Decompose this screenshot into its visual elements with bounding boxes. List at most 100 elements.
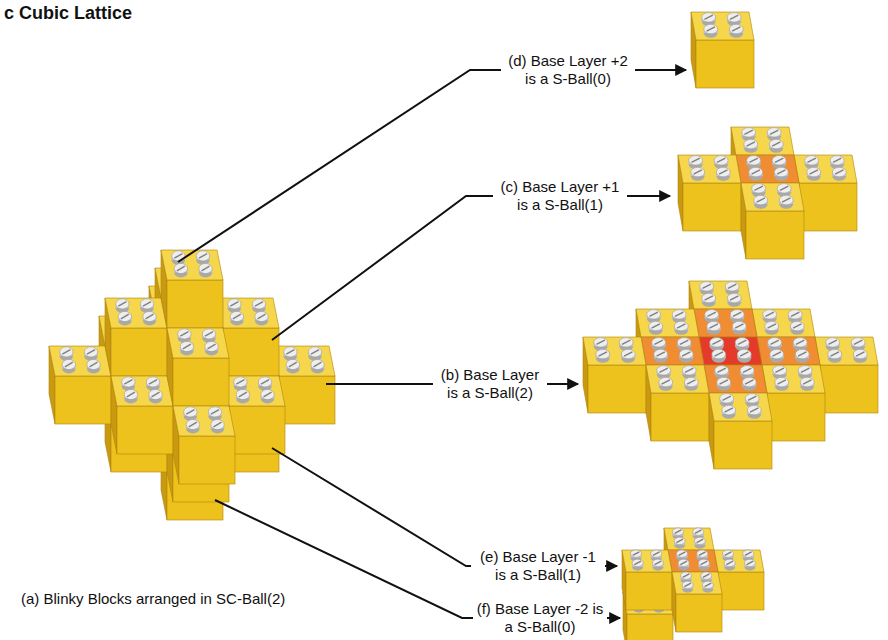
block-top xyxy=(794,155,857,183)
stud-top xyxy=(701,572,712,579)
stud-slot xyxy=(695,530,702,533)
stud-top xyxy=(729,24,743,34)
block-stud xyxy=(174,263,187,277)
block-stud xyxy=(60,347,73,361)
block-top xyxy=(699,337,762,365)
stud-slot xyxy=(726,561,733,564)
stud-top xyxy=(261,389,274,399)
block-stud xyxy=(679,349,693,363)
block-front xyxy=(55,376,111,424)
block-top xyxy=(691,12,754,40)
stud-top xyxy=(747,405,761,415)
stud-top xyxy=(286,359,299,369)
block-stud xyxy=(767,128,781,142)
stud-top xyxy=(767,128,781,138)
stud-slot xyxy=(87,350,95,355)
block-top xyxy=(641,337,704,365)
block-stud xyxy=(798,366,812,380)
stud-top xyxy=(677,338,691,348)
block-front xyxy=(588,365,646,413)
block-stud xyxy=(772,156,786,170)
stud-top xyxy=(697,550,708,557)
stud-top xyxy=(737,349,751,359)
block-stud xyxy=(744,139,758,153)
stud-slot xyxy=(65,362,73,367)
layer-plus-one xyxy=(678,127,857,259)
blinky-block xyxy=(161,250,223,328)
stud-slot xyxy=(748,396,756,400)
block-stud xyxy=(702,581,713,592)
block-front xyxy=(676,594,722,632)
stud-slot xyxy=(624,352,632,356)
block-top xyxy=(273,346,335,376)
stud-slot xyxy=(807,158,815,162)
stud-slot xyxy=(728,284,736,288)
block-front xyxy=(117,406,173,454)
stud-top xyxy=(702,293,716,303)
block-stud xyxy=(702,293,716,307)
block-top xyxy=(736,155,799,183)
layer-minus-one xyxy=(622,528,764,632)
stud-top xyxy=(676,550,687,557)
stud-slot xyxy=(717,158,725,162)
stud-top xyxy=(654,349,668,359)
stud-slot xyxy=(286,350,294,355)
block-stud xyxy=(790,321,804,335)
stud-top xyxy=(851,338,865,348)
stud-top xyxy=(720,394,734,404)
block-stud xyxy=(149,389,162,403)
stud-top xyxy=(87,359,100,369)
stud-top xyxy=(826,338,840,348)
stud-top xyxy=(732,321,746,331)
block-top xyxy=(757,337,820,365)
stud-slot xyxy=(236,380,244,385)
stud-slot xyxy=(775,368,783,372)
stud-slot xyxy=(738,340,746,344)
stud-top xyxy=(652,338,666,348)
stud-slot xyxy=(810,170,818,174)
stud-slot xyxy=(653,552,660,555)
block-top xyxy=(223,376,285,406)
block-top xyxy=(668,550,718,572)
layer-label: (d) Base Layer +2 is a S-Ball(0) xyxy=(501,52,635,88)
block-top xyxy=(689,281,752,309)
block-stud xyxy=(720,394,734,408)
stud-slot xyxy=(683,574,690,577)
stud-top xyxy=(649,321,663,331)
stud-slot xyxy=(765,312,773,316)
block-top xyxy=(664,528,714,550)
stud-top xyxy=(659,377,673,387)
layer-plus-two xyxy=(691,12,754,88)
stud-top xyxy=(116,299,129,309)
stud-top xyxy=(793,338,807,348)
block-front xyxy=(651,393,709,441)
blinky-block xyxy=(672,572,722,632)
layer-base xyxy=(583,281,878,469)
stud-slot xyxy=(735,324,743,328)
block-stud xyxy=(230,311,243,325)
block-stud xyxy=(236,389,249,403)
block-stud xyxy=(205,341,218,355)
block-stud xyxy=(770,349,784,363)
stud-top xyxy=(830,156,844,166)
block-stud xyxy=(700,282,714,296)
block-stud xyxy=(140,299,153,313)
block-stud xyxy=(744,559,755,570)
stud-slot xyxy=(770,130,778,134)
block-stud xyxy=(795,349,809,363)
stud-slot xyxy=(205,332,213,337)
block-top xyxy=(636,309,699,337)
block-stud xyxy=(672,310,686,324)
stud-slot xyxy=(725,552,732,555)
block-top xyxy=(694,309,757,337)
block-stud xyxy=(234,377,247,391)
stud-top xyxy=(691,167,705,177)
block-stud xyxy=(752,184,766,198)
block-top xyxy=(173,406,235,436)
block-stud xyxy=(116,299,129,313)
stud-top xyxy=(807,167,821,177)
stud-top xyxy=(180,341,193,351)
block-stud xyxy=(828,349,842,363)
stud-top xyxy=(680,572,691,579)
stud-top xyxy=(727,293,741,303)
